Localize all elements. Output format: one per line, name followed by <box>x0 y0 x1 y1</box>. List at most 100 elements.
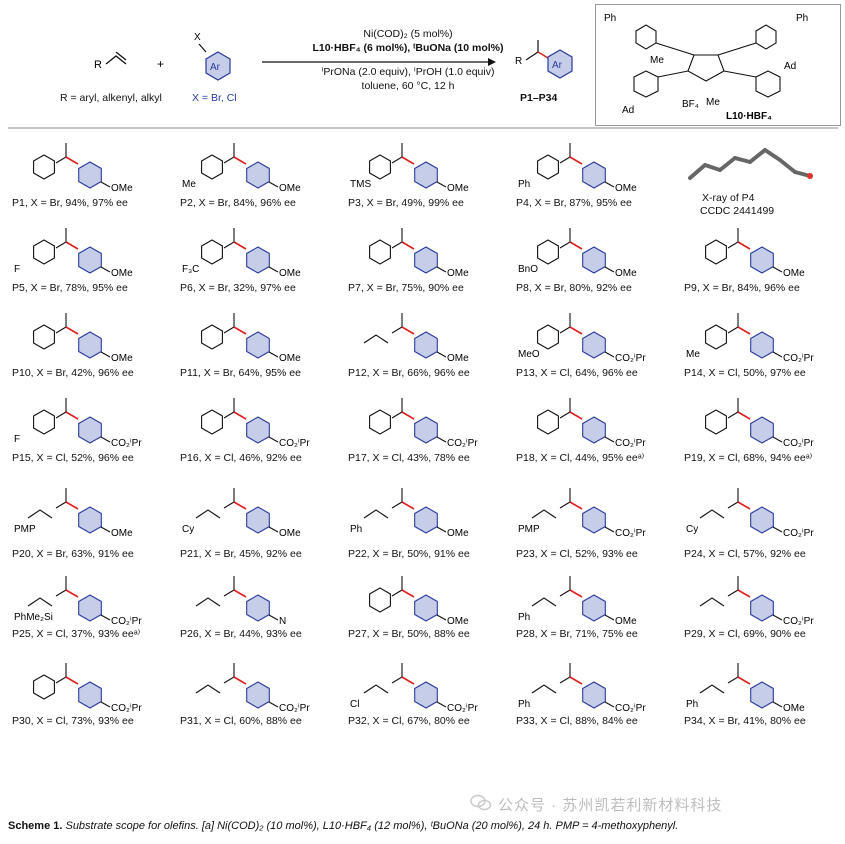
left-substituent: PMP <box>14 524 36 535</box>
aryl-ring <box>78 246 102 274</box>
stereo-bond <box>569 501 583 510</box>
aryl-ring <box>750 681 774 709</box>
xray-bond <box>688 163 707 180</box>
bond-left <box>727 589 739 597</box>
para-bond <box>268 701 279 708</box>
left-ring <box>33 409 55 435</box>
para-substituent: CO₂ⁱPr <box>615 528 646 539</box>
bond-left <box>223 241 235 249</box>
para-bond <box>100 614 111 621</box>
left-substituent: BnO <box>518 264 538 275</box>
structure-P16: CO₂ⁱPr <box>201 398 310 449</box>
xray-bond <box>718 156 737 172</box>
product-ar-label: Ar <box>552 60 563 71</box>
left-ring <box>537 409 559 435</box>
aryl-ring <box>246 594 270 622</box>
bond-left <box>559 676 571 684</box>
left-chain <box>531 684 557 694</box>
left-ring <box>369 239 391 265</box>
aryl-ring <box>582 681 606 709</box>
aryl-ring <box>246 506 270 534</box>
structure-P30: CO₂ⁱPr <box>33 663 142 714</box>
left-chain <box>531 509 557 519</box>
stereo-bond <box>737 501 751 510</box>
para-substituent: CO₂ⁱPr <box>279 438 310 449</box>
aryl-ring <box>750 594 774 622</box>
aryl-ring <box>582 506 606 534</box>
ligand-counterion: BF₄ <box>682 99 699 110</box>
aryl-ring <box>582 161 606 189</box>
bond-left <box>559 326 571 334</box>
ligand-structure: Ph Ph Me Me Ad Ad BF₄ L10·HBF₄ <box>604 13 808 122</box>
entry-label-P1: P1, X = Br, 94%, 97% ee <box>12 197 128 209</box>
aryl-ring <box>582 594 606 622</box>
xray-line-2: CCDC 2441499 <box>700 205 775 217</box>
aryl-ring <box>246 331 270 359</box>
left-ring <box>201 154 223 180</box>
bond-left <box>391 589 403 597</box>
bond-left <box>559 589 571 597</box>
para-substituent: OMe <box>279 353 301 364</box>
ligand-box: Ph Ph Me Me Ad Ad BF₄ L10·HBF₄ <box>595 4 841 126</box>
structure-P27: OMe <box>369 576 469 627</box>
entry-label-P26: P26, X = Br, 44%, 93% ee <box>180 628 302 640</box>
aryl-ring <box>414 331 438 359</box>
scheme-caption: Scheme 1. Substrate scope for olefins. [… <box>8 820 678 832</box>
left-substituent: Ph <box>518 612 530 623</box>
entry-label-P2: P2, X = Br, 84%, 96% ee <box>180 197 296 209</box>
left-substituent: F₃C <box>182 264 199 275</box>
left-chain <box>363 334 389 344</box>
entry-label-P20: P20, X = Br, 63%, 91% ee <box>12 548 134 560</box>
entry-label-P28: P28, X = Br, 71%, 75% ee <box>516 628 638 640</box>
xray-oxygen <box>807 173 813 179</box>
xray-bond <box>733 156 752 164</box>
entry-label-P15: P15, X = Cl, 52%, 96% ee <box>12 452 134 464</box>
structure-P19: CO₂ⁱPr <box>705 398 814 449</box>
caption-text: Substrate scope for olefins. [a] Ni(COD)… <box>62 820 679 832</box>
aryl-ring <box>78 331 102 359</box>
para-bond <box>436 181 447 188</box>
para-substituent: CO₂ⁱPr <box>615 353 646 364</box>
para-bond <box>268 526 279 533</box>
stereo-bond <box>233 676 247 685</box>
structure-P10: OMe <box>33 313 133 364</box>
aryl-ring <box>78 594 102 622</box>
aryl-ring <box>414 246 438 274</box>
entry-label-P16: P16, X = Cl, 46%, 92% ee <box>180 452 302 464</box>
stereo-bond <box>233 326 247 335</box>
caption-scheme-number: Scheme 1. <box>8 820 63 832</box>
bond-left <box>55 156 67 164</box>
entry-label-P33: P33, X = Cl, 88%, 84% ee <box>516 715 638 727</box>
bond-left <box>391 501 403 509</box>
para-substituent: CO₂ⁱPr <box>783 528 814 539</box>
condition-line-2: L10·HBF₄ (6 mol%), ᵗBuONa (10 mol%) <box>312 42 504 54</box>
aryl-ring <box>414 681 438 709</box>
left-ring <box>705 409 727 435</box>
aryl-ring <box>246 246 270 274</box>
para-bond <box>436 266 447 273</box>
stereo-bond <box>65 501 79 510</box>
aryl-ring <box>246 416 270 444</box>
para-bond <box>100 266 111 273</box>
para-bond <box>436 701 447 708</box>
entry-label-P24: P24, X = Cl, 57%, 92% ee <box>684 548 806 560</box>
aryl-ring <box>750 246 774 274</box>
ligand-me-2: Me <box>706 97 720 108</box>
para-bond <box>436 614 447 621</box>
left-substituent: F <box>14 264 20 275</box>
entry-label-P32: P32, X = Cl, 67%, 80% ee <box>348 715 470 727</box>
left-chain <box>195 509 221 519</box>
stereo-bond <box>569 589 583 598</box>
entry-label-P14: P14, X = Cl, 50%, 97% ee <box>684 367 806 379</box>
condition-line-1: Ni(COD)₂ (5 mol%) <box>363 28 453 40</box>
stereo-bond <box>233 156 247 165</box>
para-bond <box>268 614 279 621</box>
para-bond <box>268 351 279 358</box>
stereo-bond <box>401 241 415 250</box>
